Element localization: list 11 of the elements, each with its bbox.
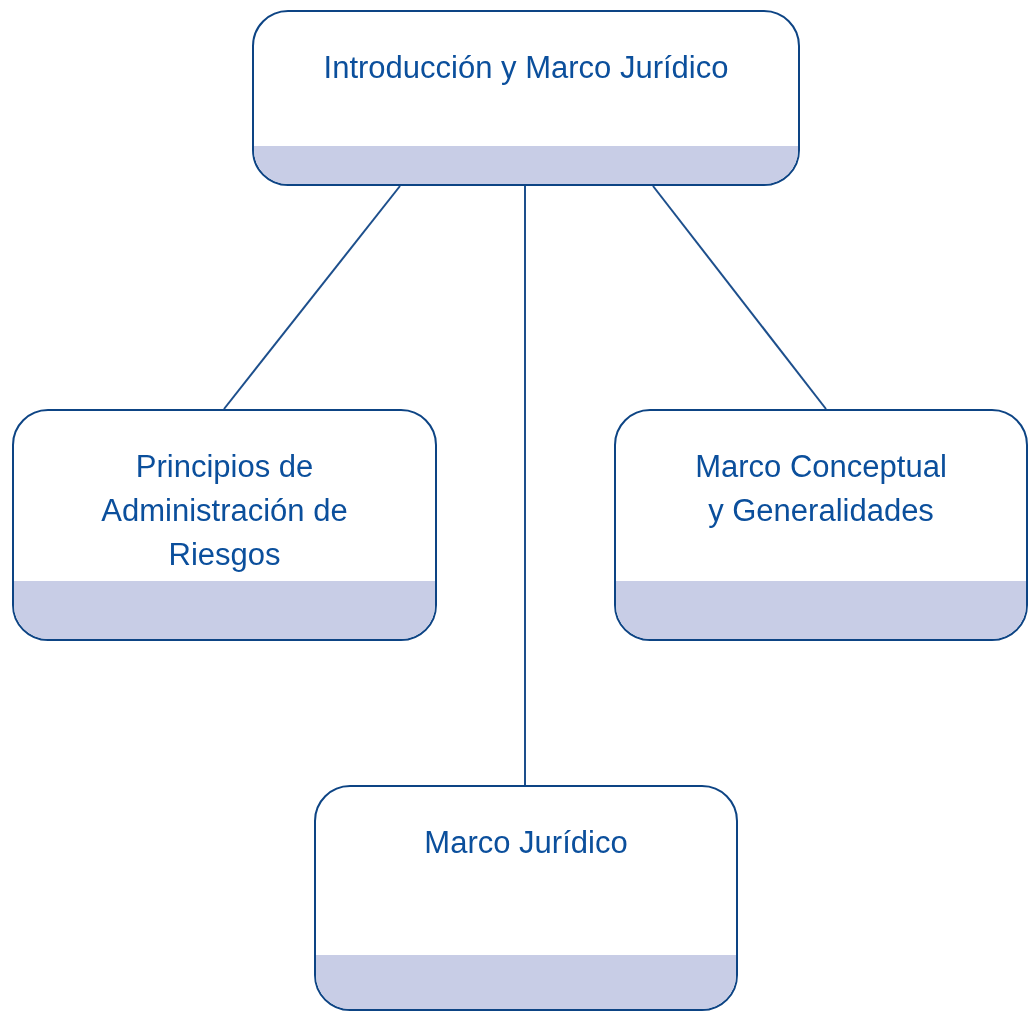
connector-line — [652, 185, 827, 410]
topic-box — [314, 785, 738, 1011]
topic-box — [252, 10, 800, 186]
box-title: Marco Conceptual y Generalidades — [694, 448, 948, 530]
topic-box — [12, 409, 437, 641]
box-title: Principios de Administración de Riesgos — [100, 448, 349, 574]
connector-line — [223, 185, 401, 410]
box-title: Marco Jurídico — [424, 824, 628, 862]
topic-box — [614, 409, 1028, 641]
connector-line — [524, 185, 526, 786]
box-title: Introducción y Marco Jurídico — [323, 49, 729, 87]
